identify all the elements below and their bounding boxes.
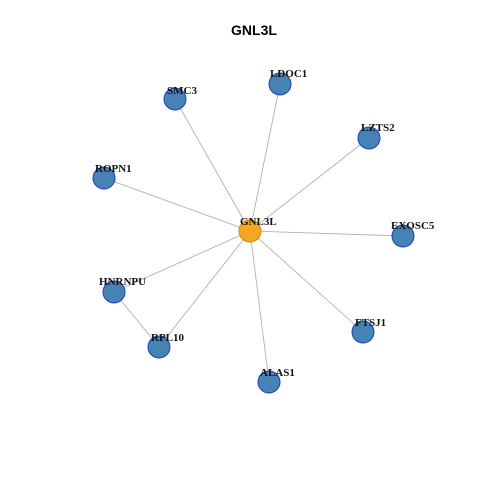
edges-layer <box>103 83 404 383</box>
edge-gnl3l-ropn1 <box>103 177 251 232</box>
edge-hnrnpu-rpl10 <box>113 291 160 348</box>
node-label-alas1: ALAS1 <box>260 367 295 379</box>
node-exosc5[interactable] <box>391 224 415 248</box>
node-label-smc3: SMC3 <box>167 85 197 97</box>
node-label-ropn1: ROPN1 <box>95 163 132 175</box>
node-label-ldoc1: LDOC1 <box>270 68 307 80</box>
node-hnrnpu[interactable] <box>102 280 126 304</box>
edge-gnl3l-ftsj1 <box>249 230 364 333</box>
node-label-exosc5: EXOSC5 <box>391 220 435 232</box>
edge-gnl3l-hnrnpu <box>113 230 251 293</box>
node-smc3[interactable] <box>163 87 187 111</box>
node-ldoc1[interactable] <box>268 72 292 96</box>
node-ftsj1[interactable] <box>351 320 375 344</box>
edge-gnl3l-rpl10 <box>158 230 251 348</box>
node-label-gnl3l: GNL3L <box>240 216 277 228</box>
node-lzts2[interactable] <box>357 126 381 150</box>
node-label-hnrnpu: HNRNPU <box>99 276 146 288</box>
edge-gnl3l-exosc5 <box>249 230 404 237</box>
edge-gnl3l-alas1 <box>249 230 270 383</box>
node-alas1[interactable] <box>257 370 281 394</box>
diagram-title: GNL3L <box>231 22 277 38</box>
node-ropn1[interactable] <box>92 166 116 190</box>
edge-gnl3l-ldoc1 <box>249 83 281 232</box>
node-gnl3l[interactable] <box>238 219 262 243</box>
nodes-layer <box>92 72 415 394</box>
node-label-lzts2: LZTS2 <box>361 122 395 134</box>
node-label-ftsj1: FTSJ1 <box>355 317 386 329</box>
edge-gnl3l-lzts2 <box>249 137 370 232</box>
edge-gnl3l-smc3 <box>174 98 251 232</box>
node-label-rpl10: RPL10 <box>151 332 185 344</box>
node-rpl10[interactable] <box>147 335 171 359</box>
